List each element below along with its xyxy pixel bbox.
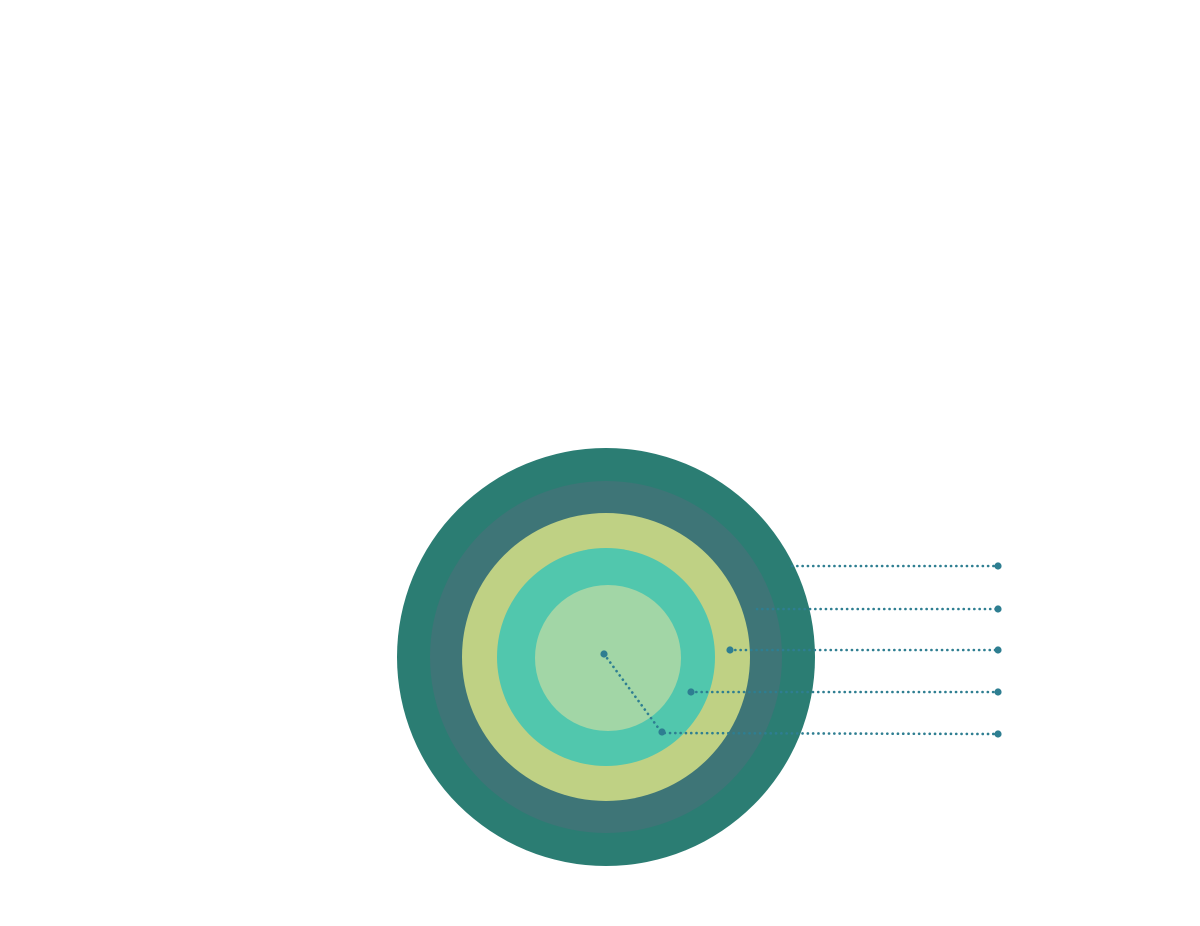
leader-3-end-dot: [994, 646, 1002, 654]
leader-5-line: [602, 652, 1000, 736]
rings-group: [397, 448, 815, 866]
leader-3: [726, 646, 1002, 654]
leader-4: [687, 688, 1002, 696]
leader-4-end-dot: [994, 688, 1002, 696]
leader-5: [600, 650, 1002, 738]
leader-2: [755, 605, 1002, 613]
leader-3-start-dot: [726, 646, 734, 654]
leader-1: [790, 562, 1002, 570]
leader-5-mid-dot: [658, 728, 666, 736]
leader-1-end-dot: [994, 562, 1002, 570]
leader-5-end-dot: [994, 730, 1002, 738]
leader-5-start-dot: [600, 650, 608, 658]
leader-2-end-dot: [994, 605, 1002, 613]
leaders-group: [600, 562, 1002, 738]
leader-4-start-dot: [687, 688, 695, 696]
